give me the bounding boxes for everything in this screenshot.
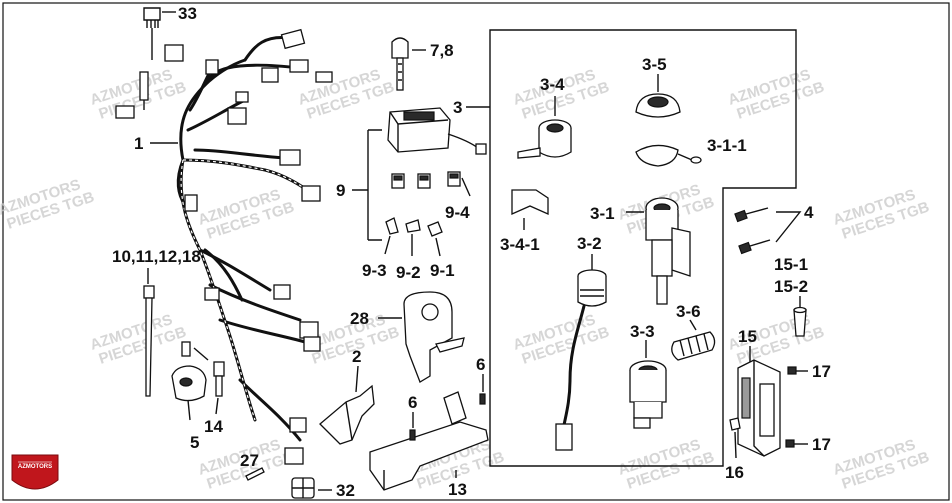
callout-9-2: 9-2 (396, 263, 421, 282)
callout-3-3: 3-3 (630, 322, 655, 341)
callout-17-bottom: 17 (812, 435, 831, 454)
callout-15: 15 (738, 327, 757, 346)
callout-27: 27 (240, 451, 259, 470)
part-3-6-grip: 3-6 (671, 302, 716, 361)
part-7-8-key: 7,8 (391, 37, 454, 91)
callout-32: 32 (336, 481, 355, 500)
callout-10-11-12-18: 10,11,12,18 (112, 247, 201, 266)
logo-text: AZMOTORS (18, 464, 52, 470)
callout-9: 9 (336, 181, 345, 200)
callout-15-1: 15-1 (774, 255, 808, 274)
azmotors-logo: AZMOTORS (11, 454, 59, 490)
part-32-connector: 32 (291, 477, 355, 500)
part-15-bracket: 15 17 17 16 (725, 327, 831, 482)
part-5-mount: 5 14 (171, 341, 225, 452)
callout-3-1-1: 3-1-1 (707, 136, 747, 155)
callout-9-3: 9-3 (362, 261, 387, 280)
callout-3-2: 3-2 (577, 234, 602, 253)
callout-4: 4 (804, 203, 814, 222)
wire-harness (115, 28, 333, 465)
part-15-1-15-2-grommet: 15-1 15-2 (774, 255, 808, 337)
callout-28: 28 (350, 309, 369, 328)
part-10-11-12-18-cable-tie: 10,11,12,18 (112, 247, 201, 397)
callout-17-top: 17 (812, 362, 831, 381)
part-3-2-cable: 3-2 (555, 234, 607, 451)
part-28-bracket: 28 (350, 291, 465, 383)
callout-15-2: 15-2 (774, 277, 808, 296)
callout-13: 13 (448, 480, 467, 499)
part-33-cable-comb: 33 (143, 4, 197, 60)
callout-14: 14 (204, 417, 223, 436)
callout-3-4: 3-4 (540, 75, 565, 94)
callout-6-right: 6 (476, 355, 485, 374)
callout-6-left: 6 (408, 393, 417, 412)
callout-33: 33 (178, 4, 197, 23)
part-3-1-1-seal: 3-1-1 (635, 136, 747, 167)
callout-3-4-1: 3-4-1 (500, 235, 540, 254)
part-3-3-seat-lock: 3-3 (629, 322, 667, 429)
part-3-4-lock: 3-4 (517, 75, 572, 159)
part-3-1-ignition-switch: 3-1 (590, 197, 691, 305)
callout-7-8: 7,8 (430, 41, 454, 60)
callout-16: 16 (725, 463, 744, 482)
part-13-bracket: 13 6 6 (369, 355, 489, 499)
part-27: 27 (240, 451, 265, 481)
part-3-4-1-clip: 3-4-1 (500, 189, 549, 254)
callout-2: 2 (352, 347, 361, 366)
callout-3-5: 3-5 (642, 55, 667, 74)
part-9-relay-box: 9 9-4 9-3 9-2 9-1 (336, 107, 487, 282)
part-4-bolts: 4 (734, 203, 814, 255)
part-2-bracket: 2 (319, 347, 375, 445)
callout-5: 5 (190, 433, 199, 452)
callout-3-6: 3-6 (676, 302, 701, 321)
callout-3-1: 3-1 (590, 204, 615, 223)
callout-1: 1 (134, 134, 143, 153)
ignition-group-box (489, 29, 797, 467)
callout-3: 3 (453, 98, 462, 117)
callout-9-4: 9-4 (445, 203, 470, 222)
callout-9-1: 9-1 (430, 261, 455, 280)
part-3-5-cap: 3-5 (635, 55, 681, 118)
